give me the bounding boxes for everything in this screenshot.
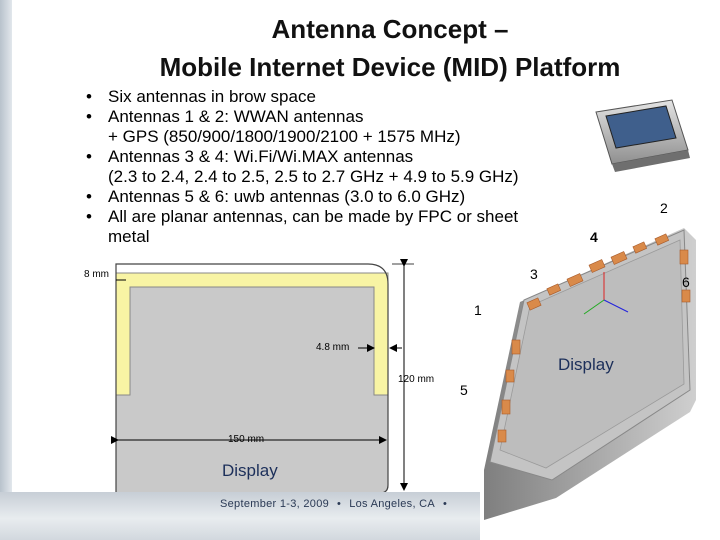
antenna-label-1: 1 bbox=[474, 302, 482, 318]
render-display-label: Display bbox=[558, 355, 614, 374]
bullet-text-continued: metal bbox=[108, 227, 150, 246]
footer-separator: • bbox=[443, 498, 448, 510]
slide-title-line2: Mobile Internet Device (MID) Platform bbox=[159, 52, 621, 82]
left-decor-band bbox=[0, 0, 12, 540]
antenna-label-4: 4 bbox=[590, 229, 598, 245]
bullet-text-continued: (2.3 to 2.4, 2.4 to 2.5, 2.5 to 2.7 GHz … bbox=[108, 167, 519, 186]
render-display-area bbox=[499, 239, 685, 469]
bullet-text: Antennas 5 & 6: uwb antennas (3.0 to 6.0… bbox=[108, 187, 466, 206]
bullet-item: • Antennas 3 & 4: Wi.Fi/Wi.MAX antennas … bbox=[78, 147, 618, 187]
device-edge bbox=[612, 150, 690, 172]
bullet-text: Antennas 1 & 2: WWAN antennas bbox=[108, 107, 364, 126]
board-2d-drawing bbox=[111, 259, 414, 494]
bullet-list: • Six antennas in brow space • Antennas … bbox=[78, 87, 618, 247]
footer-bar bbox=[0, 492, 480, 540]
bullet-item: • Six antennas in brow space bbox=[78, 87, 618, 107]
footer-text: September 1-3, 2009 • Los Angeles, CA • bbox=[220, 498, 455, 510]
mid-device-photo bbox=[595, 99, 690, 172]
bullet-dot: • bbox=[86, 207, 92, 226]
footer-date: September 1-3, 2009 bbox=[220, 498, 330, 510]
bullet-item: • All are planar antennas, can be made b… bbox=[78, 207, 618, 247]
antenna-label-5: 5 bbox=[460, 382, 468, 398]
bullet-dot: • bbox=[86, 107, 92, 126]
slide-title-line1: Antenna Concept – bbox=[271, 14, 509, 44]
dim-8mm-label: 8 mm bbox=[84, 269, 109, 280]
board-display-label: Display bbox=[222, 461, 278, 480]
bullet-text-continued: + GPS (850/900/1800/1900/2100 + 1575 MHz… bbox=[108, 127, 461, 146]
dim-150mm-label: 150 mm bbox=[228, 434, 265, 445]
bullet-text: Antennas 3 & 4: Wi.Fi/Wi.MAX antennas bbox=[108, 147, 414, 166]
bullet-dot: • bbox=[86, 87, 92, 106]
render-3d bbox=[484, 228, 696, 520]
render-antenna-patches bbox=[497, 233, 691, 443]
bullet-dot: • bbox=[86, 187, 92, 206]
bullet-item: • Antennas 1 & 2: WWAN antennas + GPS (8… bbox=[78, 107, 618, 147]
antenna-label-2: 2 bbox=[660, 200, 668, 216]
dim-120mm-label: 120 mm bbox=[398, 374, 435, 385]
bullet-text: All are planar antennas, can be made by … bbox=[108, 207, 519, 226]
bullet-dot: • bbox=[86, 147, 92, 166]
antenna-label-6: 6 bbox=[682, 274, 690, 290]
antenna-label-3: 3 bbox=[530, 266, 538, 282]
board-outline bbox=[115, 272, 389, 494]
dim-4-8mm-label: 4.8 mm bbox=[316, 342, 350, 353]
device-screen bbox=[605, 105, 677, 149]
footer-separator: • bbox=[337, 498, 342, 510]
bullet-item: • Antennas 5 & 6: uwb antennas (3.0 to 6… bbox=[78, 187, 618, 207]
footer-location: Los Angeles, CA bbox=[349, 498, 436, 510]
bullet-text: Six antennas in brow space bbox=[108, 87, 316, 106]
axis-triad-icon bbox=[583, 272, 629, 315]
